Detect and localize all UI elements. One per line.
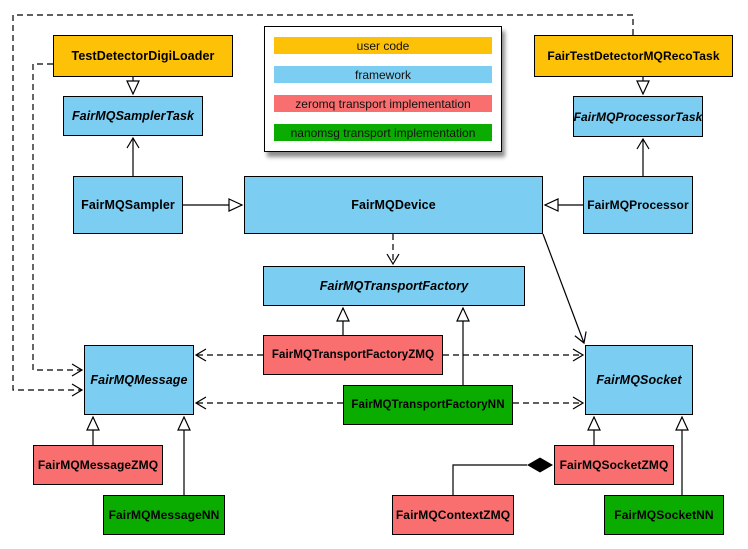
node-fairmqsocketnn: FairMQSocketNN [604,495,724,535]
legend-item-framework: framework [274,66,492,83]
node-fairmqsocket: FairMQSocket [585,345,693,415]
legend-box: user code framework zeromq transport imp… [264,26,502,152]
node-fairmqtransportfactory: FairMQTransportFactory [263,266,525,306]
legend-item-nanomsg: nanomsg transport implementation [274,124,492,141]
node-fairmqmessage: FairMQMessage [84,345,194,415]
node-fairmqtransportfactoryzmq: FairMQTransportFactoryZMQ [263,335,443,375]
node-fairmqprocessortask: FairMQProcessorTask [573,96,703,137]
node-fairmqsocketzmq: FairMQSocketZMQ [554,445,674,485]
composition-diamond-icon [527,457,553,473]
edge-fairmqsocketzmq-composes-fairmqcontextzmq [452,464,527,495]
legend-item-zeromq: zeromq transport implementation [274,95,492,112]
node-fairmqmessagezmq: FairMQMessageZMQ [33,445,163,485]
node-fairmqsamplertask: FairMQSamplerTask [63,96,203,136]
node-fairmqprocessor: FairMQProcessor [583,176,693,234]
node-fairmqsampler: FairMQSampler [73,176,183,234]
node-fairtestdetectormqrecotask: FairTestDetectorMQRecoTask [534,35,733,77]
node-fairmqmessagenn: FairMQMessageNN [103,495,225,535]
node-fairmqcontextzmq: FairMQContextZMQ [392,495,514,535]
node-fairmqtransportfactorynn: FairMQTransportFactoryNN [343,385,513,425]
legend-item-user-code: user code [274,37,492,54]
node-fairmqdevice: FairMQDevice [244,176,543,234]
node-testdetectordigiloader: TestDetectorDigiLoader [53,35,233,77]
edge-fairmqdevice-uses-fairmqsocket [542,233,587,345]
